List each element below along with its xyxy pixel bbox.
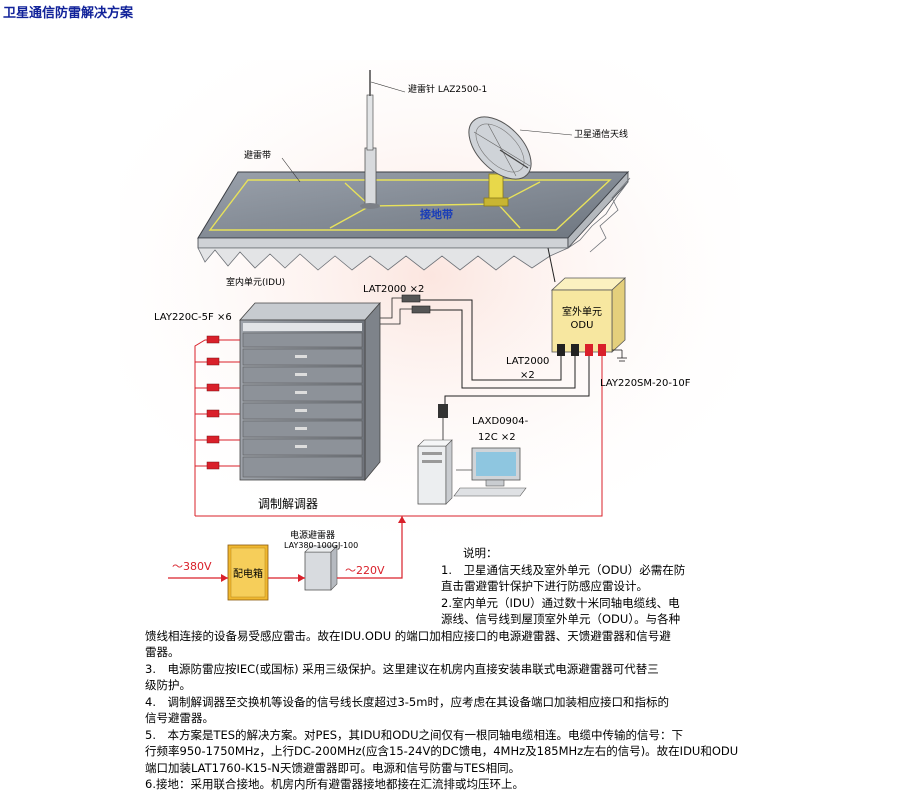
distribution-box: 配电箱 (227, 544, 269, 601)
lat2000-top-label: LAT2000 ×2 (363, 284, 424, 295)
note-2b: 源线、信号线到屋顶室外单元（ODU）。与各种 (441, 612, 681, 626)
lat2000-top-arresters (380, 294, 431, 325)
idu-label: 室内单元(IDU) (226, 276, 285, 288)
lightning-rod-label: 避雷针 LAZ2500-1 (408, 83, 487, 95)
odu-box-line1: 室外单元 (562, 305, 602, 318)
note-2d: 雷器。 (145, 645, 180, 659)
power-arrester-box (304, 545, 338, 591)
lay220c-arrester-bodies (206, 335, 220, 470)
satellite-antenna-label: 卫星通信天线 (574, 128, 628, 140)
note-1b: 直击雷避雷针保护下进行防感应雷设计。 (441, 579, 648, 593)
lightning-belt-label: 避雷带 (244, 149, 271, 161)
note-3b: 级防护。 (145, 678, 191, 692)
note-4b: 信号避雷器。 (145, 711, 214, 725)
note-5b: 行频率950-1750MHz，上行DC-200MHz(应含15-24V的DC馈电… (145, 744, 739, 758)
note-5c: 端口加装LAT1760-K15-N天馈避雷器即可。电源和信号防雷与TES相同。 (145, 760, 521, 775)
note-2a: 2.室内单元（IDU）通过数十米同轴电缆线、电 (441, 595, 680, 610)
roof-cable (547, 247, 556, 283)
odu-arresters (557, 344, 627, 362)
power-lines (168, 516, 406, 582)
v380-label: ～380V (172, 560, 212, 573)
computer (417, 439, 527, 505)
idu-cabinet (239, 301, 381, 482)
power-arrester-model: LAY380-100GJ-100 (284, 541, 358, 550)
lat2000-mid-label-2: ×2 (520, 370, 535, 381)
note-2c: 馈线相连接的设备易受感应雷击。故在IDU.ODU 的端口加相应接口的电源避雷器、… (145, 628, 671, 643)
laxd-arrester (438, 404, 448, 440)
lat2000-mid-label-1: LAT2000 (506, 356, 549, 367)
lightning-belt-pointer (281, 157, 301, 183)
lay220sm-label: LAY220SM-20-10F (600, 378, 691, 389)
note-6: 6.接地：采用联合接地。机房内所有避雷器接地都接在汇流排或均压环上。 (145, 777, 524, 791)
notes-section: 说明： 1. 卫星通信天线及室外单元（ODU）必需在防 直击雷避雷针保护下进行防… (145, 545, 745, 793)
note-3a: 3. 电源防雷应按IEC(或国标) 采用三级保护。这里建议在机房内直接安装串联式… (145, 661, 659, 676)
modem-label: 调制解调器 (258, 497, 318, 511)
lay220c-label: LAY220C-5F ×6 (154, 312, 232, 323)
laxd-label-1: LAXD0904- (472, 416, 529, 427)
odu-feed-lines (420, 299, 590, 410)
laxd-label-2: 12C ×2 (478, 432, 516, 443)
odu-power-lines (195, 356, 603, 517)
note-5a: 5. 本方案是TES的解决方案。对PES，其IDU和ODU之间仅有一根同轴电缆相… (145, 727, 684, 742)
distribution-box-label: 配电箱 (233, 567, 263, 580)
odu-box: 室外单元 ODU (550, 277, 627, 353)
ground-belt-label: 接地带 (420, 207, 453, 221)
note-1a: 1. 卫星通信天线及室外单元（ODU）必需在防 (441, 562, 686, 577)
v220-label: ～220V (345, 564, 385, 577)
lightning-rod (360, 70, 406, 209)
power-arrester-title: 电源避雷器 (290, 529, 335, 541)
notes-heading: 说明： (463, 546, 498, 560)
note-4a: 4. 调制解调器至交换机等设备的信号线长度超过3-5m时，应考虑在其设备端口加装… (145, 694, 669, 709)
satellite-dish (468, 116, 573, 207)
odu-box-line2: ODU (571, 320, 594, 331)
page-title: 卫星通信防雷解决方案 (3, 6, 134, 21)
